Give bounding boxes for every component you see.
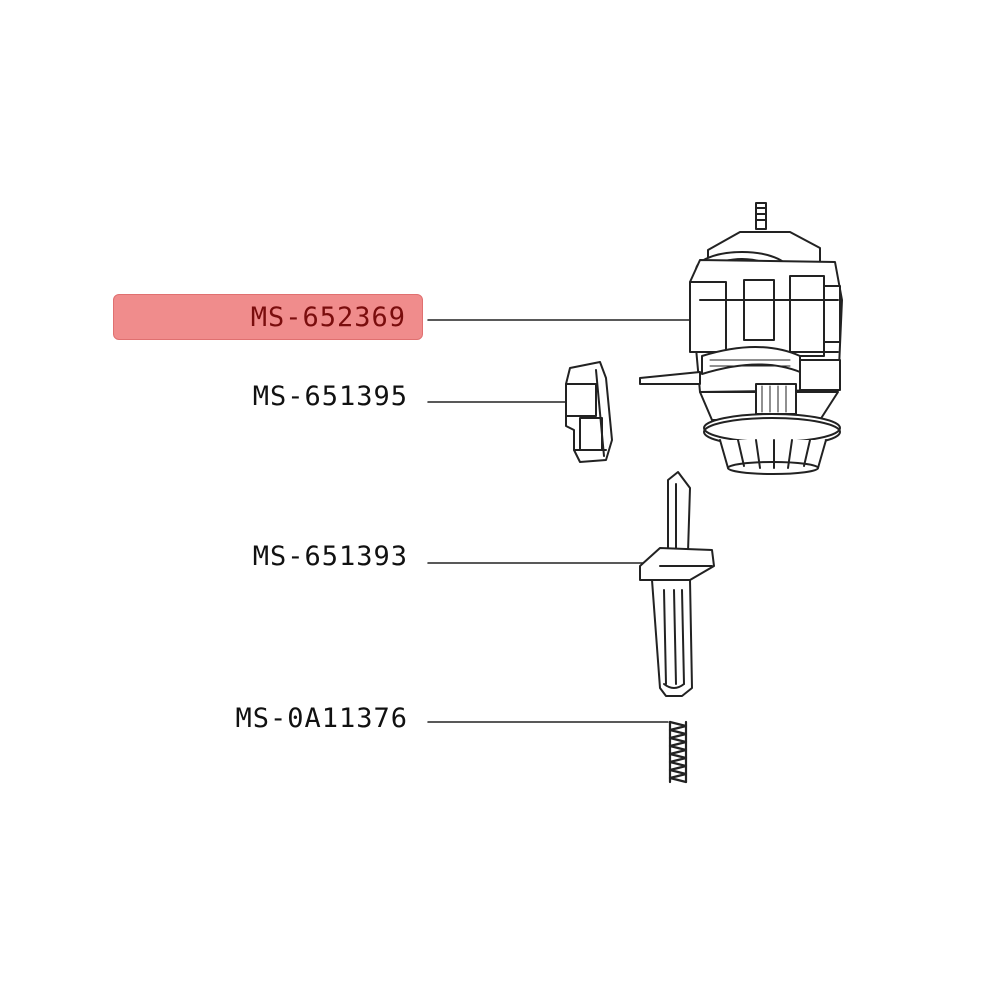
part-label-motor[interactable]: MS-652369 xyxy=(113,294,423,340)
part-label-push-rod[interactable]: MS-651393 xyxy=(252,541,408,572)
push-rod-drawing xyxy=(639,471,715,697)
switch-module-drawing xyxy=(565,361,613,463)
spring-drawing xyxy=(668,720,688,784)
part-label-spring[interactable]: MS-0A11376 xyxy=(235,703,408,734)
part-label-switch[interactable]: MS-651395 xyxy=(252,381,408,412)
motor-assembly-drawing xyxy=(639,202,843,475)
leader-lines xyxy=(427,319,693,723)
